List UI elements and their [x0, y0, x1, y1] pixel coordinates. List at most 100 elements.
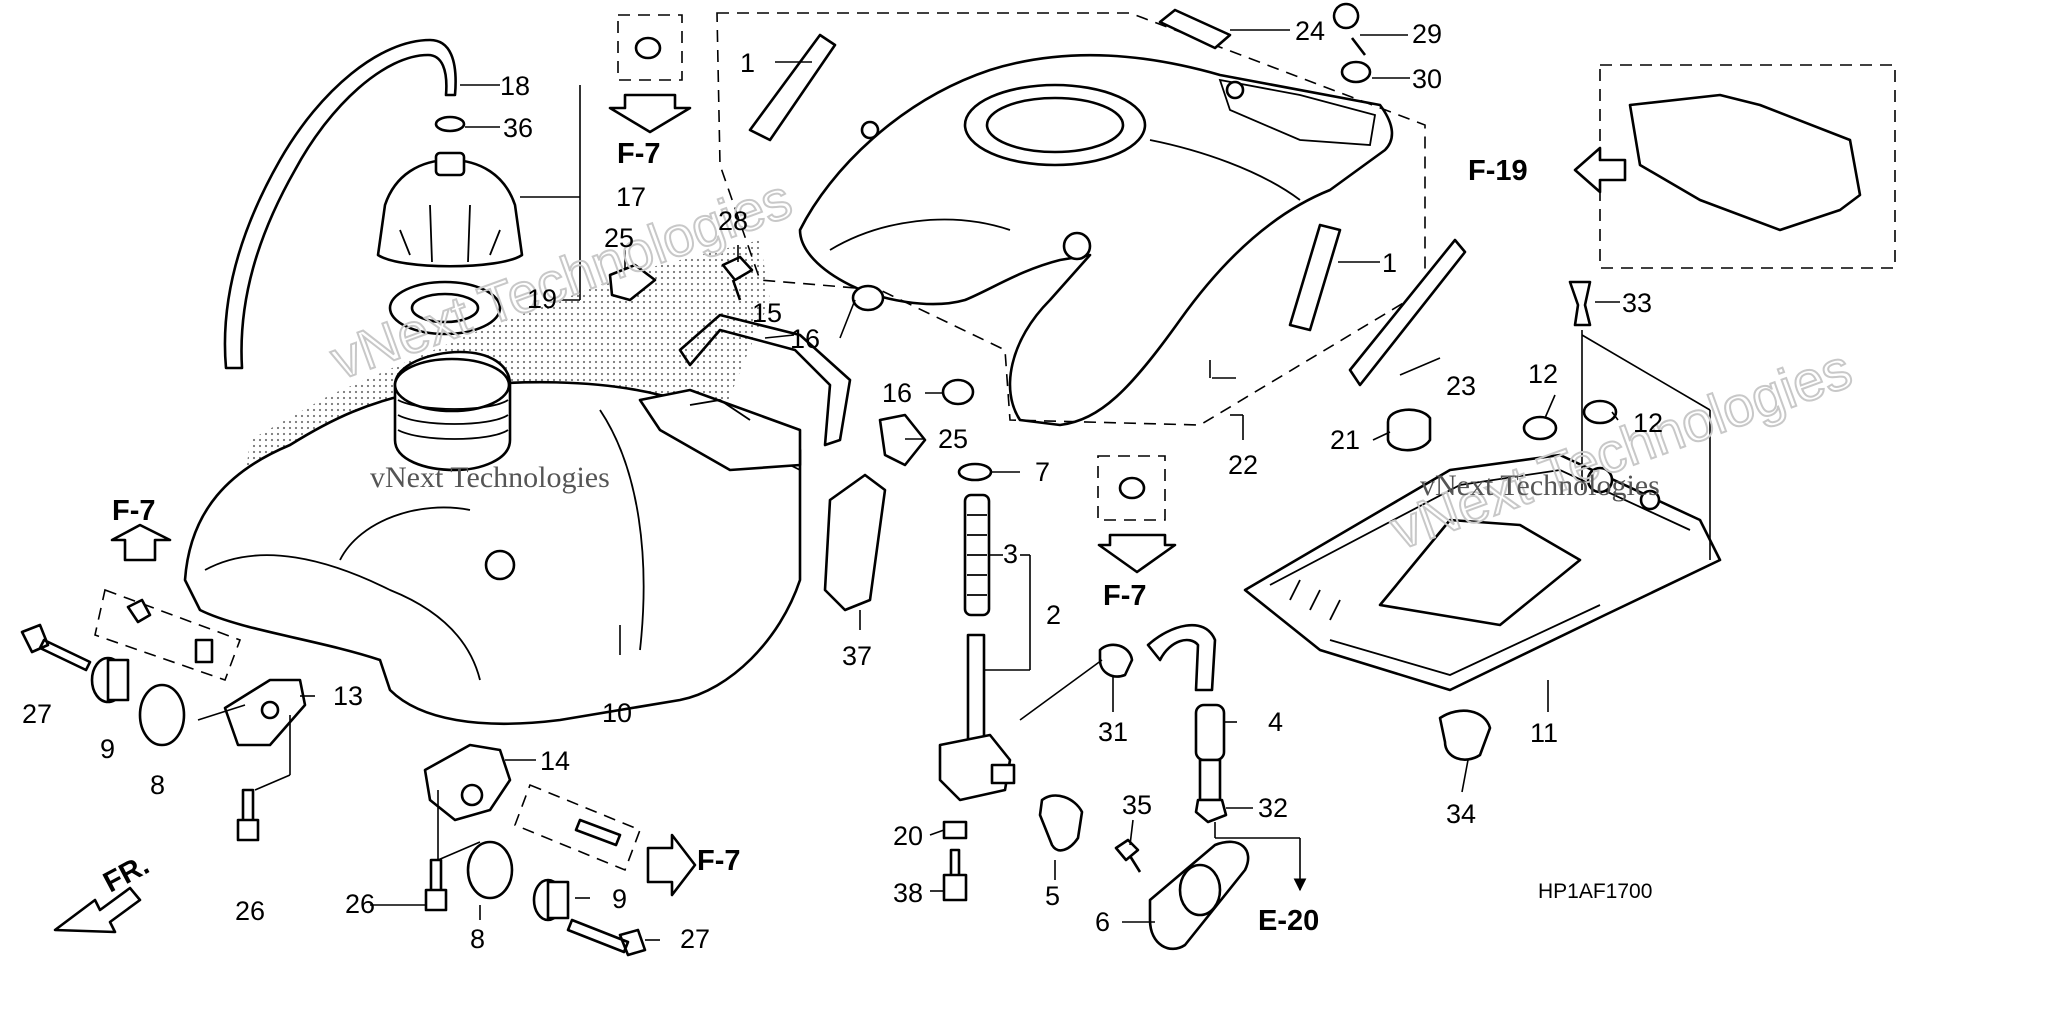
bottom-hardware-group-outline	[513, 783, 642, 872]
shroud-group-outline	[716, 12, 1426, 426]
label-8-bottom: 8	[470, 924, 485, 954]
watermark-small-right: vNext Technologies	[1420, 469, 1660, 502]
label-14: 14	[540, 746, 570, 776]
label-31: 31	[1098, 717, 1128, 747]
ref-f7-bottom: F-7	[697, 845, 741, 877]
label-38: 38	[893, 878, 923, 908]
label-10: 10	[602, 698, 632, 728]
rubber-band-37	[823, 473, 887, 612]
ref-f7-top: F-7	[617, 138, 661, 170]
label-18: 18	[500, 71, 530, 101]
clip-25-upper	[608, 263, 657, 302]
label-26-bottom: 26	[345, 889, 375, 919]
label-33: 33	[1622, 288, 1652, 318]
label-19: 19	[527, 284, 557, 314]
label-11: 11	[1530, 718, 1558, 748]
label-32: 32	[1258, 793, 1288, 823]
label-21: 21	[1330, 425, 1360, 455]
ref-f19: F-19	[1468, 155, 1528, 187]
tank-strap-15	[678, 313, 852, 447]
fuel-valve-2	[938, 633, 1016, 802]
clip-33	[1568, 280, 1592, 327]
ref-e20: E-20	[1258, 905, 1319, 937]
label-36: 36	[503, 113, 533, 143]
label-27-left: 27	[22, 699, 52, 729]
grommet-box-top	[617, 14, 683, 81]
clamp-32	[1194, 798, 1228, 824]
frame-plate	[1243, 453, 1722, 692]
cushion-8-upper	[138, 683, 186, 747]
bolt-38	[942, 848, 968, 902]
fuel-hose-4	[1146, 623, 1217, 692]
label-12-left: 12	[1528, 359, 1558, 389]
bolt-26-bottom	[424, 858, 448, 912]
f19-reference-box	[1599, 64, 1896, 269]
label-5: 5	[1045, 881, 1060, 911]
label-25-upper: 25	[604, 223, 634, 253]
watermark-small-left: vNext Technologies	[370, 461, 610, 494]
valve-knob-5	[1038, 794, 1084, 852]
fuel-cap	[376, 151, 524, 268]
label-16-lower: 16	[882, 378, 912, 408]
tank-shroud	[798, 53, 1394, 427]
label-25-lower: 25	[938, 424, 968, 454]
trim-strip-left	[748, 33, 837, 142]
label-35: 35	[1122, 790, 1152, 820]
trim-strip-right	[1288, 223, 1342, 332]
label-24: 24	[1295, 16, 1325, 46]
cushion-8-lower	[466, 840, 514, 900]
label-30: 30	[1412, 64, 1442, 94]
cap-12-b	[1582, 399, 1618, 425]
leader-lines	[197, 29, 1711, 941]
bolt-26-left	[236, 788, 260, 842]
grommet-30	[1340, 60, 1372, 84]
grommet-21	[1386, 408, 1432, 452]
reference-arrows	[53, 93, 1627, 934]
o-ring-7	[957, 462, 993, 482]
label-22: 22	[1228, 450, 1258, 480]
ref-f7-left: F-7	[112, 495, 156, 527]
label-9-left: 9	[100, 734, 115, 764]
label-7: 7	[1035, 457, 1050, 487]
clamp-31	[1098, 643, 1134, 678]
grommet-16-b	[941, 378, 975, 406]
bolt-28	[721, 255, 754, 301]
clip-25-lower	[878, 413, 927, 467]
screw-35	[1114, 838, 1142, 873]
heat-shield-plate	[1628, 93, 1862, 232]
label-13: 13	[333, 681, 363, 711]
strip-24	[1158, 8, 1232, 50]
washer-20	[942, 820, 968, 840]
bolt-27-upper	[20, 623, 92, 672]
label-37: 37	[842, 641, 872, 671]
label-4: 4	[1268, 707, 1283, 737]
left-hardware-group-outline	[94, 588, 242, 682]
tube-clip	[434, 115, 466, 133]
label-34: 34	[1446, 799, 1476, 829]
label-20: 20	[893, 821, 923, 851]
front-direction-arrow	[53, 886, 142, 934]
label-2: 2	[1046, 600, 1061, 630]
label-9-bottom: 9	[612, 884, 627, 914]
label-12-right: 12	[1633, 408, 1663, 438]
label-1-left: 1	[740, 48, 755, 78]
grommet-box-middle	[1097, 455, 1166, 521]
label-28: 28	[718, 206, 748, 236]
hose-sleeve-4	[1194, 703, 1226, 762]
bolt-27-lower	[566, 918, 647, 957]
label-1-right: 1	[1382, 248, 1397, 278]
fuel-tank	[183, 350, 802, 725]
strip-23	[1348, 238, 1467, 387]
label-6: 6	[1095, 907, 1110, 937]
breather-tube	[223, 38, 457, 370]
label-3: 3	[1003, 539, 1018, 569]
label-27-bottom: 27	[680, 924, 710, 954]
label-29: 29	[1412, 19, 1442, 49]
bracket-14	[423, 743, 512, 822]
clip-34	[1438, 709, 1492, 761]
label-15: 15	[752, 298, 782, 328]
cap-12-a	[1522, 415, 1558, 441]
label-16-upper: 16	[790, 324, 820, 354]
grommet-16-a	[851, 284, 885, 312]
